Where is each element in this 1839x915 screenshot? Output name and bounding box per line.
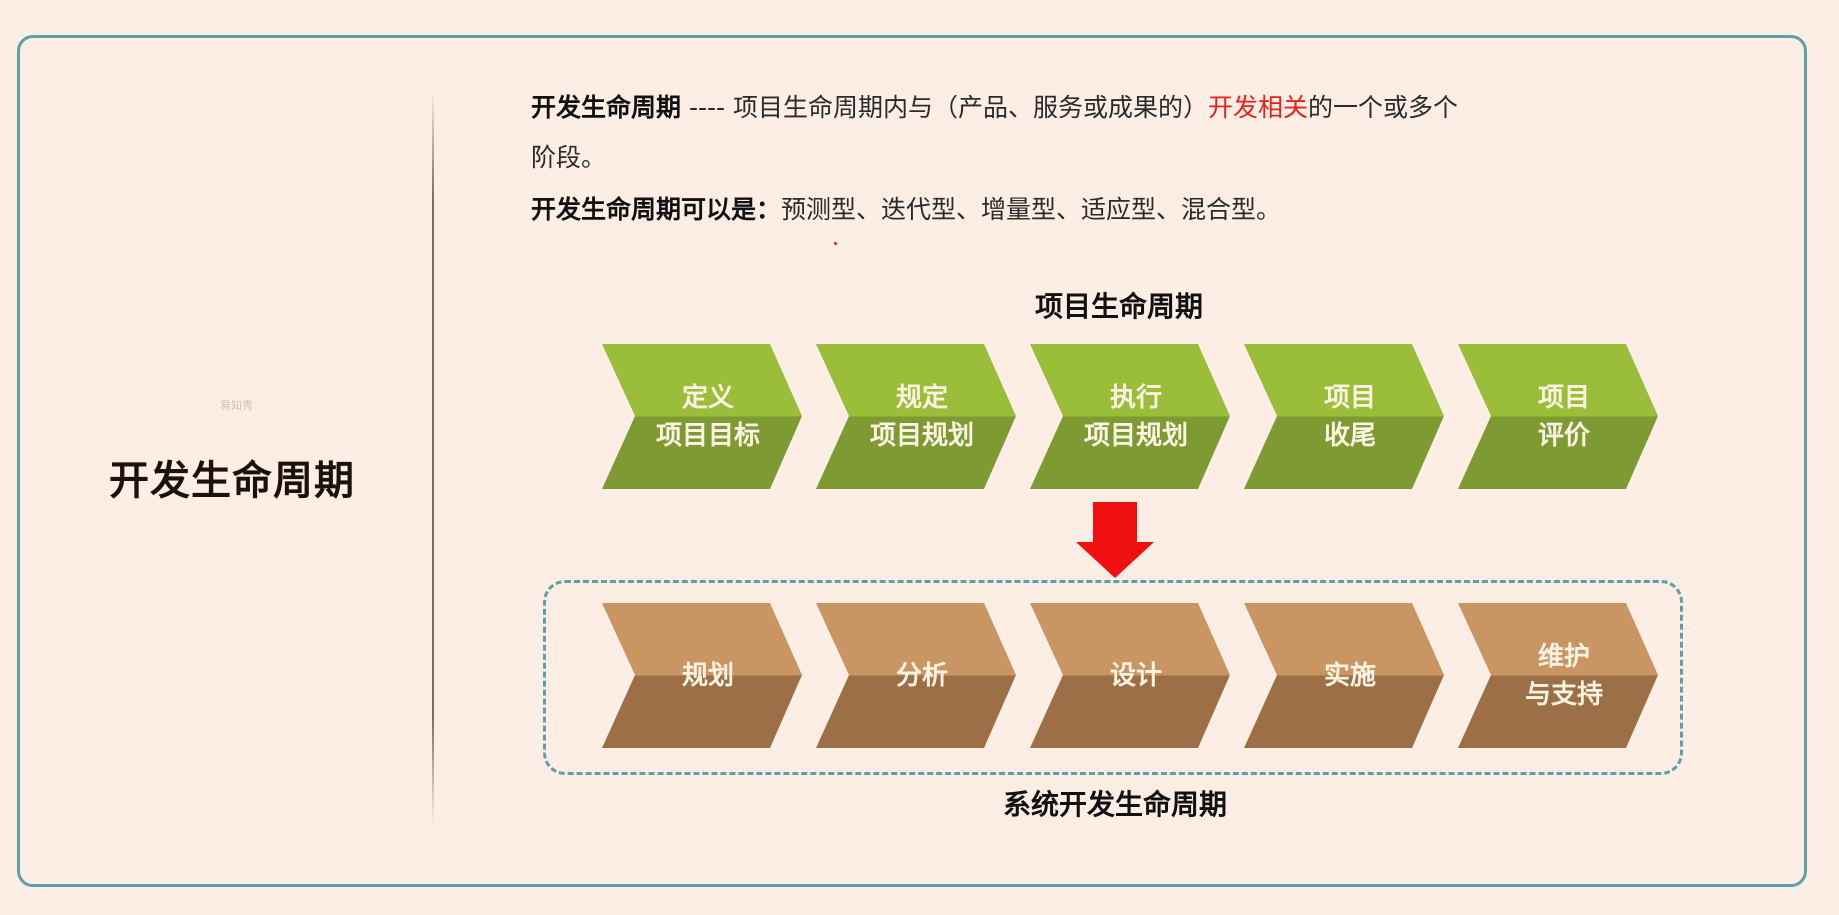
stage-label: 项目规划 <box>869 420 974 451</box>
stage-label: 项目目标 <box>655 420 760 451</box>
types-text: 预测型、迭代型、增量型、适应型、混合型。 <box>781 195 1282 224</box>
definition-continuation: 阶段。 <box>531 143 607 172</box>
definition-text-after: 的一个或多个 <box>1308 93 1459 122</box>
system-lifecycle-stage: 设计 <box>1030 603 1230 748</box>
definition-term: 开发生命周期 <box>531 93 682 122</box>
stage-label: 执行 <box>1109 382 1162 413</box>
watermark: 易知秀 <box>220 399 253 412</box>
definition-separator: ---- <box>681 93 733 122</box>
stage-label: 实施 <box>1323 660 1376 691</box>
system-lifecycle-stage: 实施 <box>1244 603 1444 748</box>
project-lifecycle-stage: 执行项目规划 <box>1030 344 1230 489</box>
project-lifecycle-stage: 项目收尾 <box>1244 344 1444 489</box>
stage-label: 分析 <box>895 660 948 691</box>
side-title: 开发生命周期 <box>109 458 355 504</box>
system-lifecycle-title: 系统开发生命周期 <box>1003 788 1228 821</box>
definition-line: 开发生命周期 ---- 项目生命周期内与（产品、服务或成果的）开发相关的一个或多… <box>531 88 1458 124</box>
project-lifecycle-stage: 规定项目规划 <box>816 344 1016 489</box>
stage-label: 规划 <box>681 660 734 691</box>
project-lifecycle-stage: 项目评价 <box>1458 344 1658 489</box>
stage-label: 设计 <box>1109 660 1162 691</box>
down-arrow-icon <box>1076 502 1154 578</box>
slide-frame <box>17 35 1807 887</box>
definition-text: 项目生命周期内与（产品、服务或成果的） <box>733 93 1209 122</box>
stage-label: 维护 <box>1537 641 1590 672</box>
stage-label: 定义 <box>681 382 734 413</box>
stage-label: 与支持 <box>1524 679 1603 710</box>
definition-highlight: 开发相关 <box>1208 93 1309 122</box>
vertical-divider <box>432 90 434 825</box>
red-dot-mark <box>834 242 837 245</box>
system-lifecycle-stage: 分析 <box>816 603 1016 748</box>
stage-label: 项目规划 <box>1083 420 1188 451</box>
stage-label: 项目 <box>1323 382 1376 413</box>
project-lifecycle-stage: 定义项目目标 <box>602 344 802 489</box>
system-lifecycle-stage: 维护与支持 <box>1458 603 1658 748</box>
project-lifecycle-title: 项目生命周期 <box>1035 290 1204 323</box>
system-lifecycle-dashed-box <box>543 580 1683 775</box>
types-line: 开发生命周期可以是：预测型、迭代型、增量型、适应型、混合型。 <box>531 190 1281 226</box>
stage-label: 评价 <box>1537 420 1590 451</box>
types-label: 开发生命周期可以是： <box>531 195 782 224</box>
stage-label: 规定 <box>895 382 948 413</box>
system-lifecycle-stage: 规划 <box>602 603 802 748</box>
stage-label: 项目 <box>1537 382 1590 413</box>
stage-label: 收尾 <box>1323 420 1376 451</box>
